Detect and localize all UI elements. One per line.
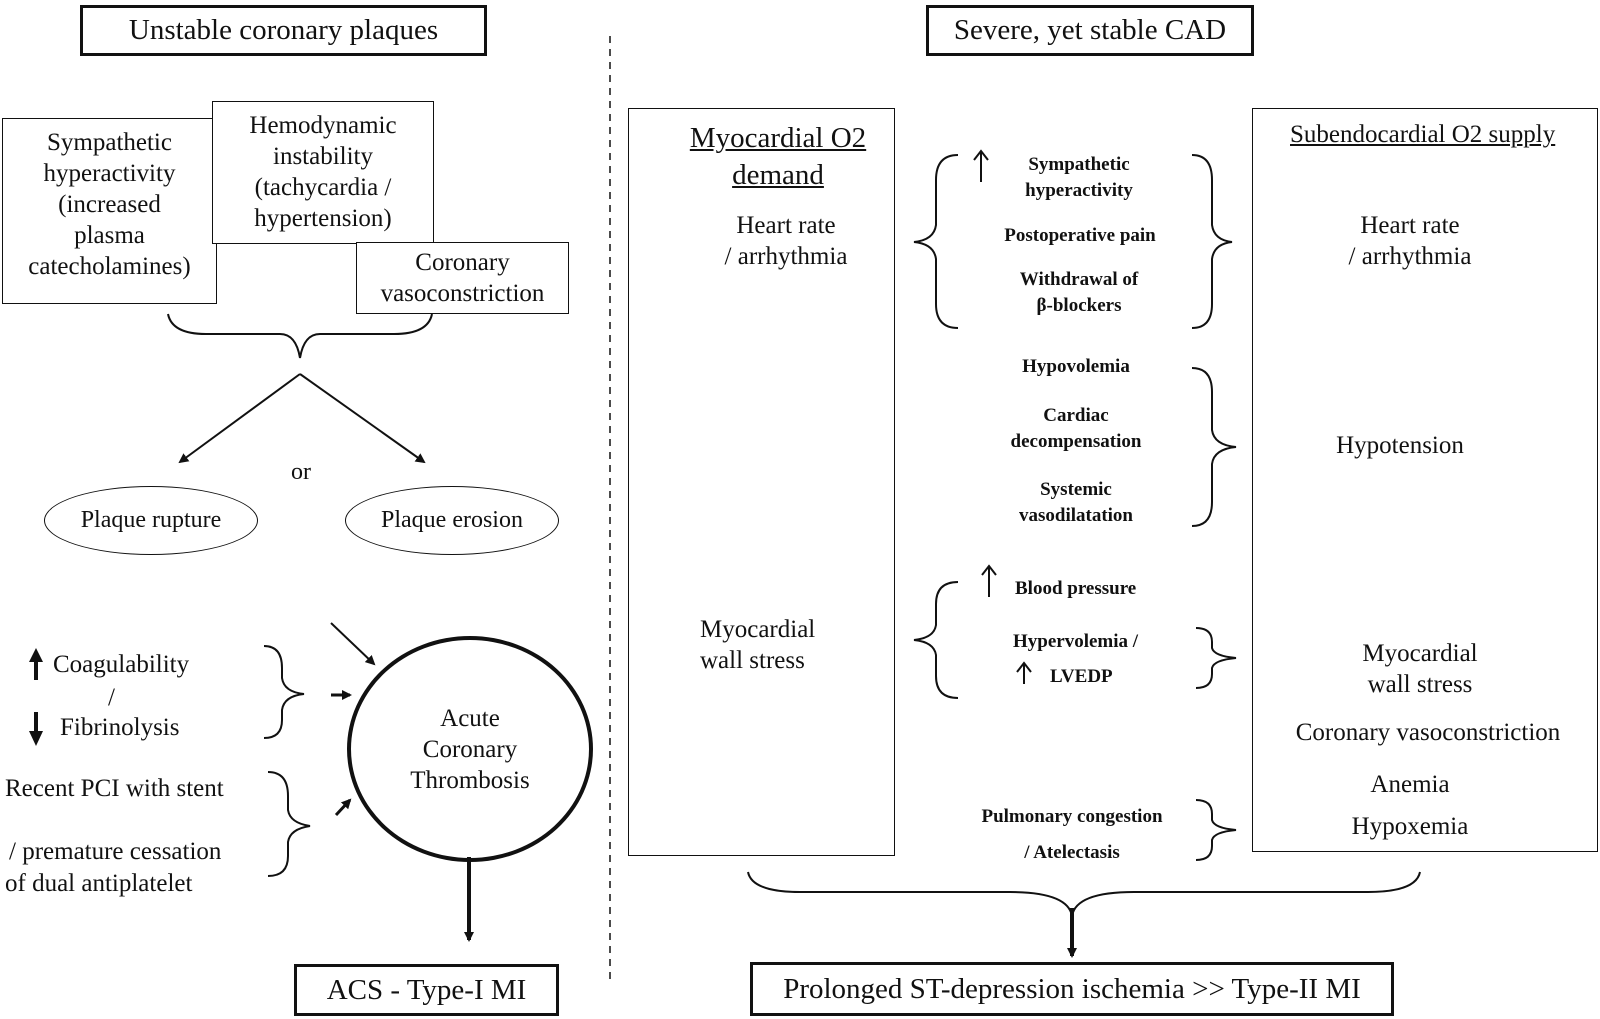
brace-right-group1 <box>1191 154 1233 329</box>
stable-cad-title: Severe, yet stable CAD <box>926 5 1254 56</box>
pci-line-3: of dual antiplatelet <box>5 870 193 897</box>
o2-demand-title: Myocardial O2 demand <box>689 122 867 191</box>
sympathetic-box: Sympathetic hyperactivity (increased pla… <box>2 118 217 304</box>
mid-blood-pressure: Blood pressure <box>1015 578 1137 599</box>
vasoconstriction-box: Coronary vasoconstriction <box>356 242 569 314</box>
mid-sympathetic: Sympathetic hyperactivity <box>1025 154 1133 201</box>
plaque-rupture-ellipse: Plaque rupture <box>44 486 258 555</box>
coagulability-label: Coagulability <box>53 651 190 678</box>
supply-hypotension: Hypotension <box>1336 432 1464 459</box>
or-label: or <box>291 459 311 485</box>
arrow-up-lvedp <box>1016 661 1032 684</box>
brace-bottom-right <box>747 871 1421 917</box>
mid-withdrawal: Withdrawal of β-blockers <box>1019 269 1139 316</box>
brace-right-group4 <box>1195 799 1237 861</box>
arrow-pci-to-thrombosis <box>334 798 352 817</box>
brace-coagulability <box>263 645 305 739</box>
brace-left-group3 <box>913 581 959 699</box>
arrow-up-bp <box>981 564 997 597</box>
demand-heart-rate: Heart rate / arrhythmia <box>724 212 848 270</box>
arrow-up-coagulability <box>29 648 43 680</box>
acute-thrombosis-circle: Acute Coronary Thrombosis <box>347 636 593 862</box>
mid-postoperative-pain: Postoperative pain <box>1004 225 1156 246</box>
brace-right-group2 <box>1191 367 1237 527</box>
arrow-up-sympathetic <box>973 149 989 182</box>
arrow-to-erosion <box>299 373 426 464</box>
coagulability-slash: / <box>108 684 115 711</box>
mid-hypervolemia: Hypervolemia / <box>1013 631 1139 652</box>
brace-left-group1 <box>913 154 959 329</box>
pci-line-2: / premature cessation <box>9 838 222 865</box>
mid-hypovolemia: Hypovolemia <box>1022 356 1130 377</box>
mid-cardiac: Cardiac decompensation <box>1010 405 1142 452</box>
o2-supply-title: Subendocardial O2 supply <box>1290 121 1556 148</box>
acs-type1-result: ACS - Type-I MI <box>294 964 559 1016</box>
unstable-plaques-title: Unstable coronary plaques <box>80 5 487 56</box>
hemodynamic-box: Hemodynamic instability (tachycardia / h… <box>212 101 434 244</box>
fibrinolysis-label: Fibrinolysis <box>60 714 180 741</box>
brace-pci <box>267 771 311 877</box>
o2-demand-box <box>628 108 895 856</box>
mid-systemic: Systemic vasodilatation <box>1018 479 1134 526</box>
demand-wall-stress: Myocardial wall stress <box>700 616 816 674</box>
supply-anemia: Anemia <box>1370 771 1450 798</box>
brace-right-group3 <box>1195 627 1237 689</box>
supply-wall-stress: Myocardial wall stress <box>1362 640 1478 698</box>
supply-hypoxemia: Hypoxemia <box>1330 811 1490 842</box>
supply-vasoconstriction: Coronary vasoconstriction <box>1295 719 1561 746</box>
brace-plaque-triggers <box>167 313 433 359</box>
type2-mi-result: Prolonged ST-depression ischemia >> Type… <box>750 962 1394 1016</box>
mid-lvedp: LVEDP <box>1050 666 1113 687</box>
supply-heart-rate: Heart rate / arrhythmia <box>1348 212 1472 270</box>
arrow-diagonal-to-thrombosis <box>330 622 376 666</box>
pci-line-1: Recent PCI with stent <box>5 775 224 802</box>
plaque-erosion-ellipse: Plaque erosion <box>345 486 559 555</box>
arrow-down-fibrinolysis <box>29 712 43 746</box>
o2-supply-box <box>1252 108 1598 852</box>
mid-pulmonary: Pulmonary congestion / Atelectasis <box>981 806 1163 863</box>
arrow-to-rupture <box>178 373 301 464</box>
